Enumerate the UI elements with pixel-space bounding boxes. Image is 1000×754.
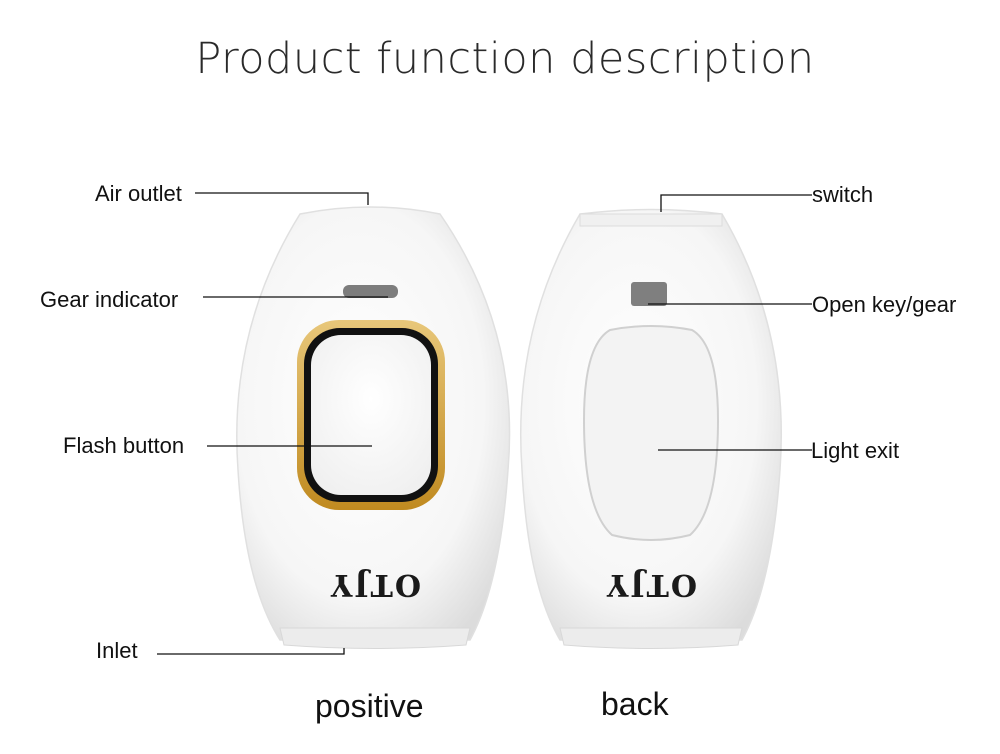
flash-button[interactable] <box>311 335 431 495</box>
air-outlet-leader <box>195 192 369 205</box>
open-key-gear-button[interactable] <box>631 282 667 306</box>
gear-indicator-light <box>343 285 398 298</box>
front-caption: positive <box>315 688 424 724</box>
inlet-leader <box>157 648 345 655</box>
leader-lines <box>157 192 812 655</box>
gear-indicator-label: Gear indicator <box>40 287 179 312</box>
back-bottom-band <box>559 627 743 649</box>
front-device: OTJY <box>236 206 511 649</box>
switch-leader <box>660 194 812 212</box>
front-inlet-band <box>279 627 471 649</box>
back-device: OTJY <box>519 208 783 649</box>
switch-label: switch <box>812 182 874 207</box>
back-brand-text: OTJY <box>605 567 697 602</box>
page-title: Product function description <box>195 34 815 84</box>
inlet-label: Inlet <box>96 638 138 663</box>
flash-button-label: Flash button <box>63 433 185 458</box>
light-exit-label: Light exit <box>811 438 900 463</box>
air-outlet-label: Air outlet <box>95 181 182 206</box>
back-caption: back <box>601 686 669 722</box>
open-key-gear-label: Open key/gear <box>812 292 957 317</box>
switch-top[interactable] <box>579 213 723 227</box>
light-exit-window <box>582 325 720 541</box>
front-brand-text: OTJY <box>329 567 421 602</box>
